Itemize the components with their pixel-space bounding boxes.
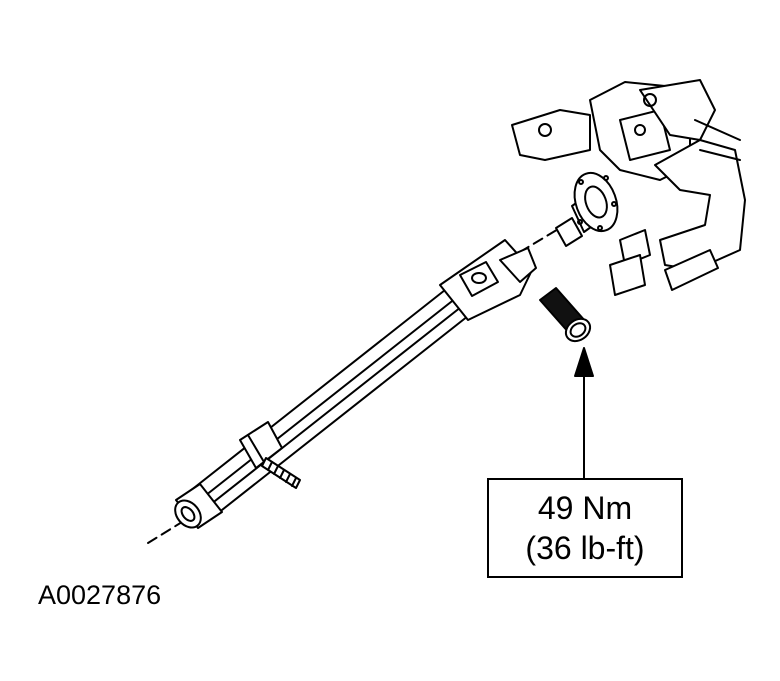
torque-arrow [574,347,594,479]
torque-imperial: (36 lb-ft) [525,530,645,566]
figure-id: A0027876 [38,580,162,610]
pinch-stud [261,457,301,489]
bearing-flange [573,171,619,233]
shaft-end-cap [174,483,223,529]
intermediate-shaft [184,289,469,522]
torque-metric: 49 Nm [537,490,633,526]
torque-spec-box: 49 Nm (36 lb-ft) [487,478,683,578]
column-housing [511,79,746,296]
universal-joint-yoke [439,239,537,321]
pinch-bolt [539,287,592,343]
centerline-lower [147,521,183,544]
shaft-clamp-collar [239,421,283,469]
